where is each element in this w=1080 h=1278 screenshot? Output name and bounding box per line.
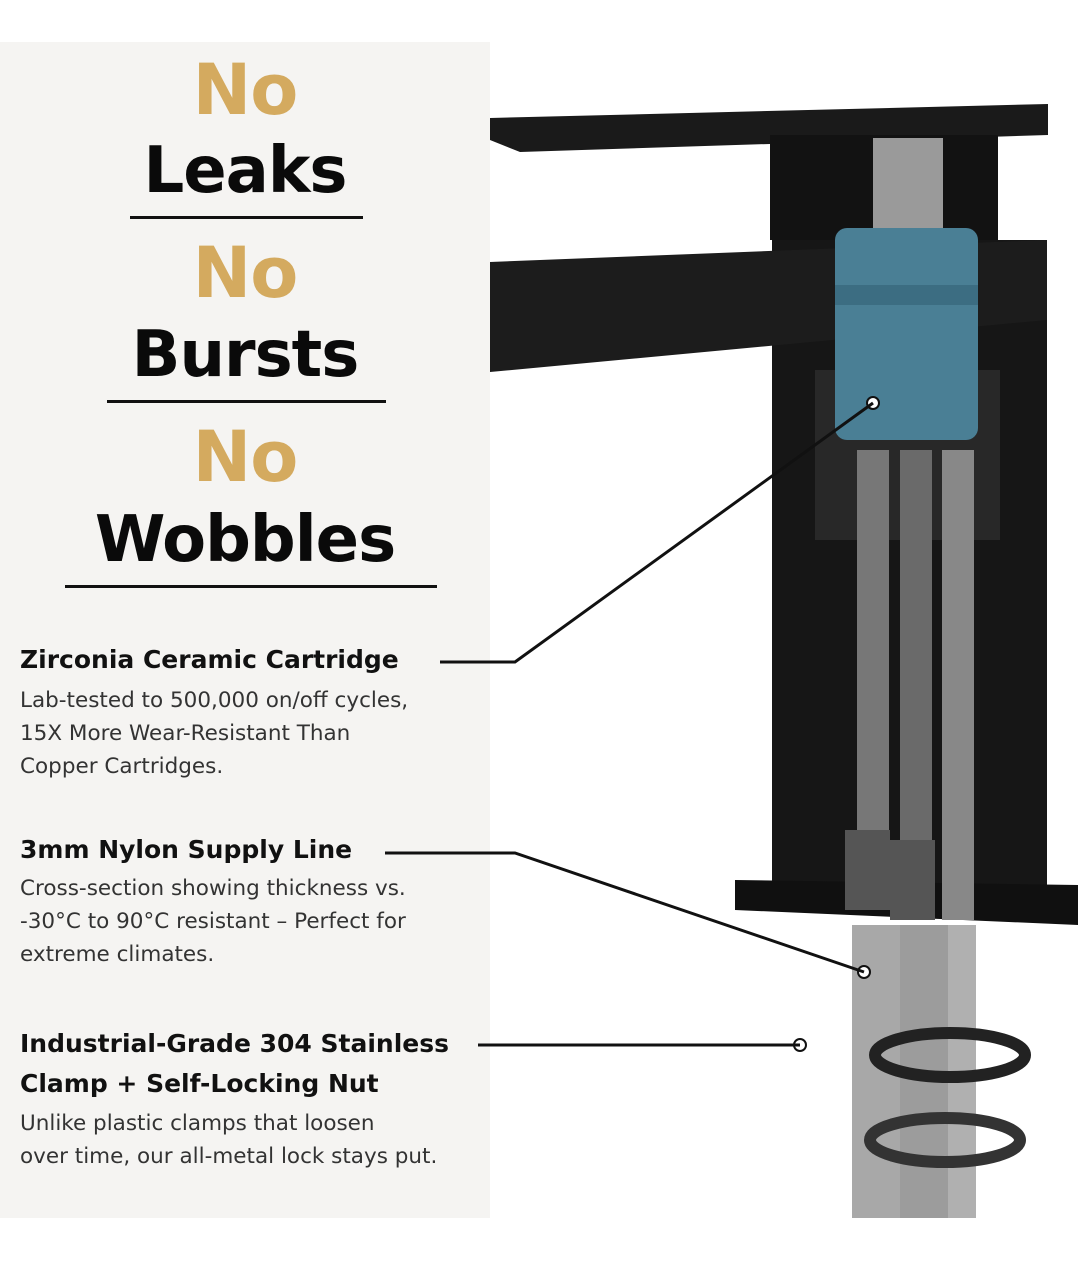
feature-body-line: 15X More Wear-Resistant Than	[20, 721, 351, 746]
headline-no-3: No	[192, 416, 299, 498]
headline-wobbles: Wobbles	[94, 503, 396, 577]
feature-body-line: -30°C to 90°C resistant – Perfect for	[20, 909, 406, 934]
headline-no-2: No	[192, 232, 299, 314]
stainless-clamp	[869, 1027, 1031, 1083]
headline-leaks: Leaks	[143, 134, 347, 208]
feature-body-line: Copper Cartridges.	[20, 754, 224, 779]
feature-body-line: Unlike plastic clamps that loosen	[20, 1111, 375, 1136]
leader-line-supply	[385, 851, 865, 974]
feature-title-cartridge: Zirconia Ceramic Cartridge	[20, 645, 399, 674]
feature-title-supply-line: 3mm Nylon Supply Line	[20, 835, 353, 864]
divider	[65, 585, 437, 588]
headline-bursts: Bursts	[131, 318, 360, 392]
ceramic-cartridge	[835, 228, 978, 440]
faucet-lever	[490, 104, 1048, 152]
feature-body-line: Lab-tested to 500,000 on/off cycles,	[20, 688, 409, 713]
feature-body-line: extreme climates.	[20, 942, 215, 967]
divider	[107, 400, 386, 403]
feature-body-line: Cross-section showing thickness vs.	[20, 876, 406, 901]
feature-title-clamp: Industrial-Grade 304 Stainless	[20, 1029, 449, 1058]
feature-body-line: over time, our all-metal lock stays put.	[20, 1144, 438, 1169]
leader-line-cartridge	[440, 401, 874, 664]
supply-pipe	[857, 450, 889, 870]
divider	[130, 216, 363, 219]
cartridge-stem	[873, 138, 943, 228]
feature-title-clamp: Clamp + Self-Locking Nut	[20, 1069, 379, 1098]
text-panel	[0, 42, 490, 1218]
headline-no-1: No	[192, 49, 299, 131]
